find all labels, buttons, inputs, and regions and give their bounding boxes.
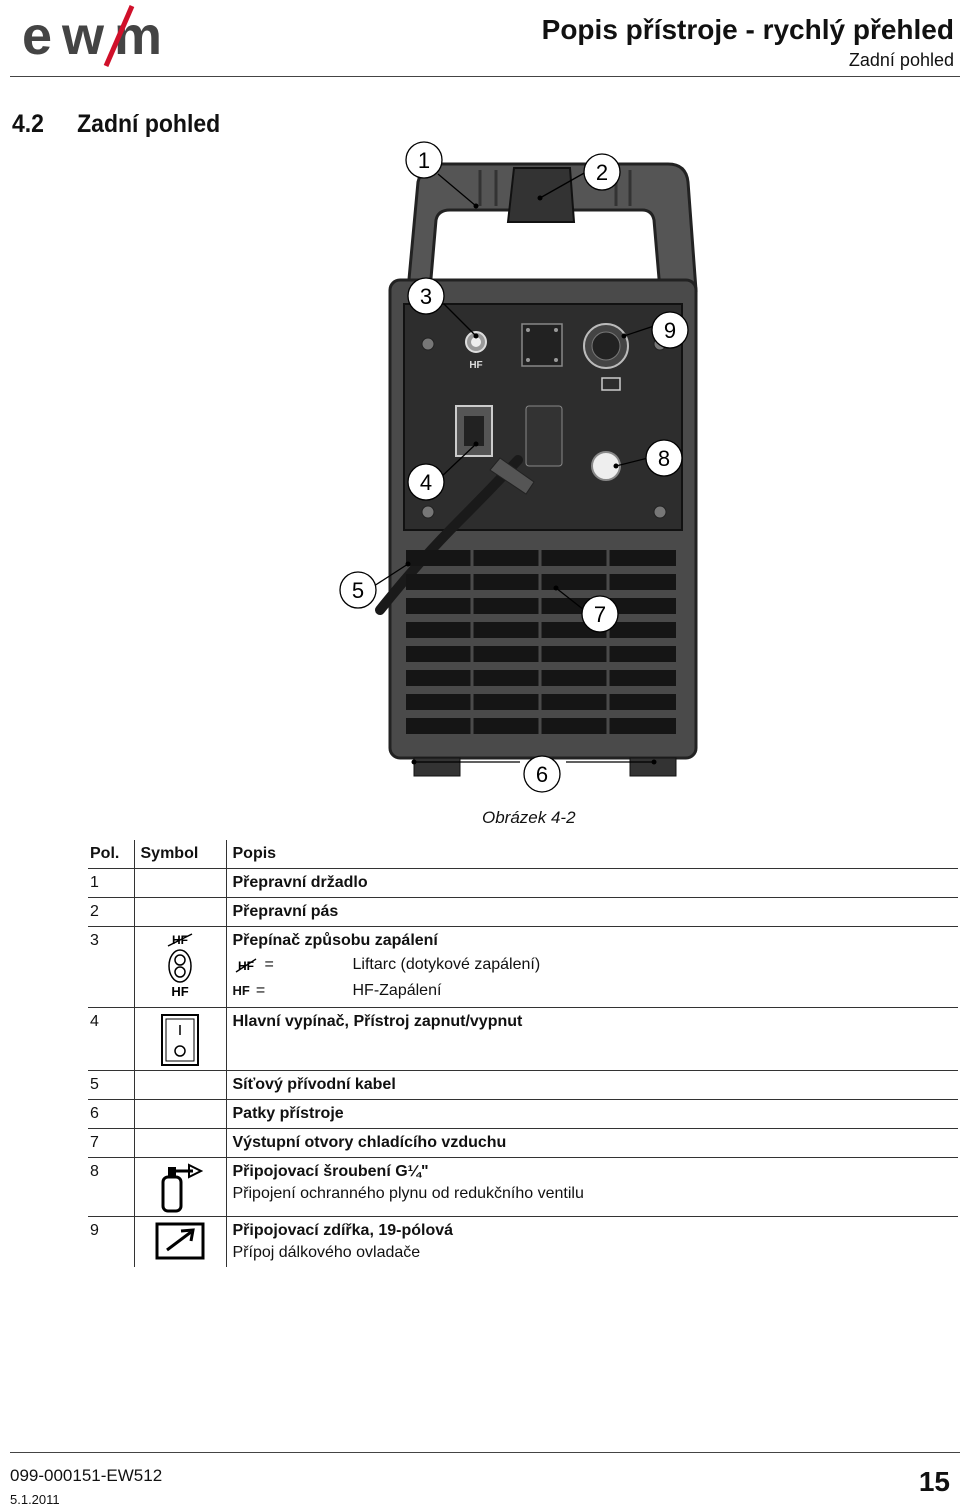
row-desc: Přepínač způsobu zapálení — [232, 932, 438, 949]
panel-label-hf: HF — [469, 360, 482, 371]
hf-off-icon: HF — [235, 958, 256, 973]
gas-connector — [591, 451, 621, 481]
svg-text:ewm: ewm — [22, 6, 160, 66]
ewm-logo: ewm — [22, 5, 162, 67]
row-desc-cell: Přepínač způsobu zapálení HF = Liftarc (… — [226, 927, 958, 1008]
section-title: Zadní pohled — [77, 110, 221, 138]
row-desc: Přepravní držadlo — [232, 874, 368, 891]
row-desc: Hlavní vypínač, Přístroj zapnut/vypnut — [232, 1013, 523, 1030]
option-eq: = — [255, 982, 266, 999]
row-pos: 8 — [90, 1163, 99, 1180]
row-desc: Síťový přívodní kabel — [232, 1076, 396, 1093]
callout-1: 1 — [418, 148, 430, 173]
row-pos: 4 — [90, 1013, 99, 1030]
header-desc: Popis — [232, 845, 277, 862]
table-row: 4 Hlavní vypínač, Přístroj zapnut/vypnut — [88, 1007, 958, 1071]
ignition-switch — [465, 331, 487, 353]
row-desc: Výstupní otvory chladícího vzduchu — [232, 1134, 507, 1151]
document-date: 5.1.2011 — [10, 1492, 60, 1507]
table-row: 2 Přepravní pás — [88, 897, 958, 927]
option-eq: = — [264, 956, 274, 973]
table-row: 5 Síťový přívodní kabel — [88, 1070, 958, 1100]
row-pos: 3 — [90, 932, 99, 949]
option-text: HF-Zapálení — [352, 982, 442, 999]
page-header-title: Popis přístroje - rychlý přehled — [541, 14, 954, 45]
callout-5: 5 — [352, 578, 364, 603]
carry-strap — [506, 167, 576, 223]
row-desc: Připojovací zdířka, 19-pólová — [232, 1222, 454, 1239]
hf-toggle-switch-icon: HF HF — [167, 933, 193, 999]
device-rear-view-figure: HF — [339, 141, 698, 793]
row-desc-cell: Připojovací šroubení G¼" Připojení ochra… — [226, 1158, 958, 1217]
row-pos: 9 — [90, 1222, 99, 1239]
row-desc: Patky přístroje — [232, 1105, 344, 1122]
table-row: 9 Připojovací zdířka, 19-pólová Přípoj d… — [88, 1216, 958, 1268]
section-number: 4.2 — [12, 110, 44, 138]
footer-divider — [10, 1452, 960, 1453]
header-divider — [10, 76, 960, 77]
figure-caption: Obrázek 4-2 — [482, 808, 576, 827]
row-desc: Připojovací šroubení G¼" — [232, 1163, 429, 1180]
header-pos: Pol. — [90, 845, 120, 862]
section-heading: 4.2 Zadní pohled — [12, 110, 220, 139]
row-pos: 1 — [90, 874, 99, 891]
row-desc-detail: Připojení ochranného plynu od redukčního… — [232, 1185, 584, 1202]
row-desc: Přepravní pás — [232, 903, 339, 920]
document-number: 099-000151-EW512 — [10, 1466, 163, 1485]
callout-9: 9 — [664, 318, 676, 343]
row-desc-detail: Přípoj dálkového ovladače — [232, 1244, 421, 1261]
table-row: 6 Patky přístroje — [88, 1099, 958, 1129]
row-pos: 7 — [90, 1134, 99, 1151]
callout-4: 4 — [420, 470, 432, 495]
svg-text:HF: HF — [171, 984, 188, 999]
option-text: Liftarc (dotykové zapálení) — [352, 956, 541, 973]
option-liftarc: HF = Liftarc (dotykové zapálení) — [233, 952, 953, 978]
gas-cylinder-icon — [161, 1163, 203, 1213]
table-row: 1 Přepravní držadlo — [88, 868, 958, 898]
page-number: 15 — [918, 1466, 950, 1497]
mains-cable — [375, 455, 523, 615]
remote-socket — [583, 323, 629, 369]
callout-6: 6 — [536, 762, 548, 787]
page-header-subtitle: Zadní pohled — [848, 50, 954, 70]
row-pos: 2 — [90, 903, 99, 920]
option-hf: HF = HF-Zapálení — [233, 978, 953, 1004]
main-switch — [455, 405, 493, 457]
remote-control-icon — [155, 1222, 205, 1260]
foot-left — [413, 757, 461, 777]
row-pos: 5 — [90, 1076, 99, 1093]
callout-8: 8 — [658, 446, 670, 471]
table-row: 7 Výstupní otvory chladícího vzduchu — [88, 1128, 958, 1158]
row-desc-cell: Připojovací zdířka, 19-pólová Přípoj dál… — [226, 1217, 958, 1268]
table-header-row: Pol. Symbol Popis — [88, 840, 958, 869]
table-row: 3 HF HF Přepínač způsobu zapálení HF — [88, 926, 958, 1008]
callout-7: 7 — [594, 602, 606, 627]
main-switch-icon — [161, 1014, 199, 1066]
callout-3: 3 — [420, 284, 432, 309]
hf-on-symbol: HF — [232, 983, 250, 998]
table-row: 8 Připojovací šroubení G¼" Připojení och… — [88, 1157, 958, 1217]
callout-2: 2 — [596, 160, 608, 185]
row-pos: 6 — [90, 1105, 99, 1122]
header-symbol: Symbol — [133, 840, 227, 869]
legend-table: Pol. Symbol Popis 1 Přepravní držadlo 2 … — [88, 840, 958, 1267]
